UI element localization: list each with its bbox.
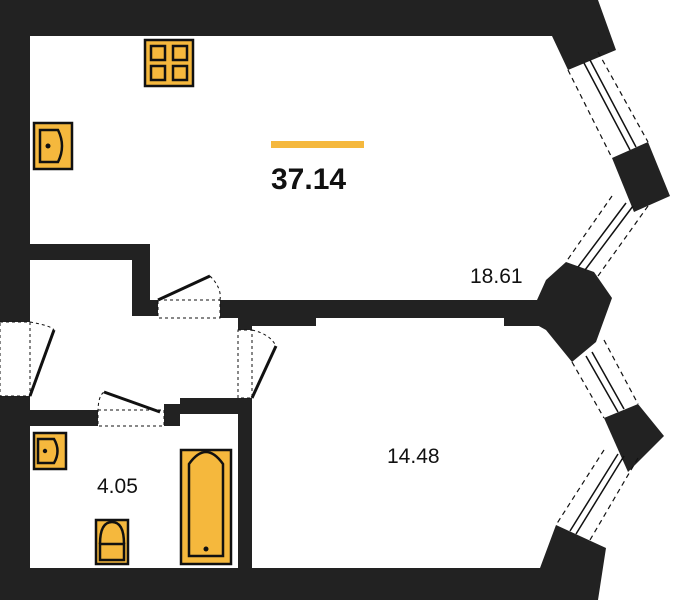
partition-upper-left <box>30 244 158 316</box>
toilet-icon <box>94 518 130 566</box>
total-area-label: 37.14 <box>271 163 346 196</box>
bathroom-area-label: 4.05 <box>97 475 138 498</box>
right-pier-lower <box>604 404 664 472</box>
doors <box>0 274 278 427</box>
left-wall-lower <box>0 396 30 600</box>
partition-middle <box>220 300 552 326</box>
bath-top-wall-left <box>30 410 98 426</box>
window-upper-2 <box>565 195 649 277</box>
stove-icon <box>143 38 195 88</box>
kitchen-sink-icon <box>32 121 74 171</box>
main-room-door <box>157 274 221 319</box>
window-lower-2 <box>555 449 639 541</box>
left-wall-upper <box>0 0 30 322</box>
bottom-wall <box>0 525 606 600</box>
bathroom-door <box>97 390 165 427</box>
entrance-door <box>0 321 56 397</box>
right-pier-upper <box>612 142 670 212</box>
top-wall <box>0 0 616 70</box>
second-room-area-label: 14.48 <box>387 445 440 468</box>
second-room-door <box>237 329 278 399</box>
partition-bath-vertical <box>238 398 252 568</box>
partition-corridor-vertical-top <box>238 318 252 330</box>
bathtub-icon <box>179 448 233 566</box>
window-lower-1 <box>571 339 639 419</box>
bath-top-wall-right <box>164 398 252 426</box>
right-pier-middle <box>528 262 612 362</box>
windows <box>555 51 649 541</box>
main-room-area-label: 18.61 <box>470 265 523 288</box>
bathroom-sink-icon <box>32 431 68 471</box>
window-upper-1 <box>567 51 649 159</box>
total-area-accent-bar <box>271 141 364 148</box>
